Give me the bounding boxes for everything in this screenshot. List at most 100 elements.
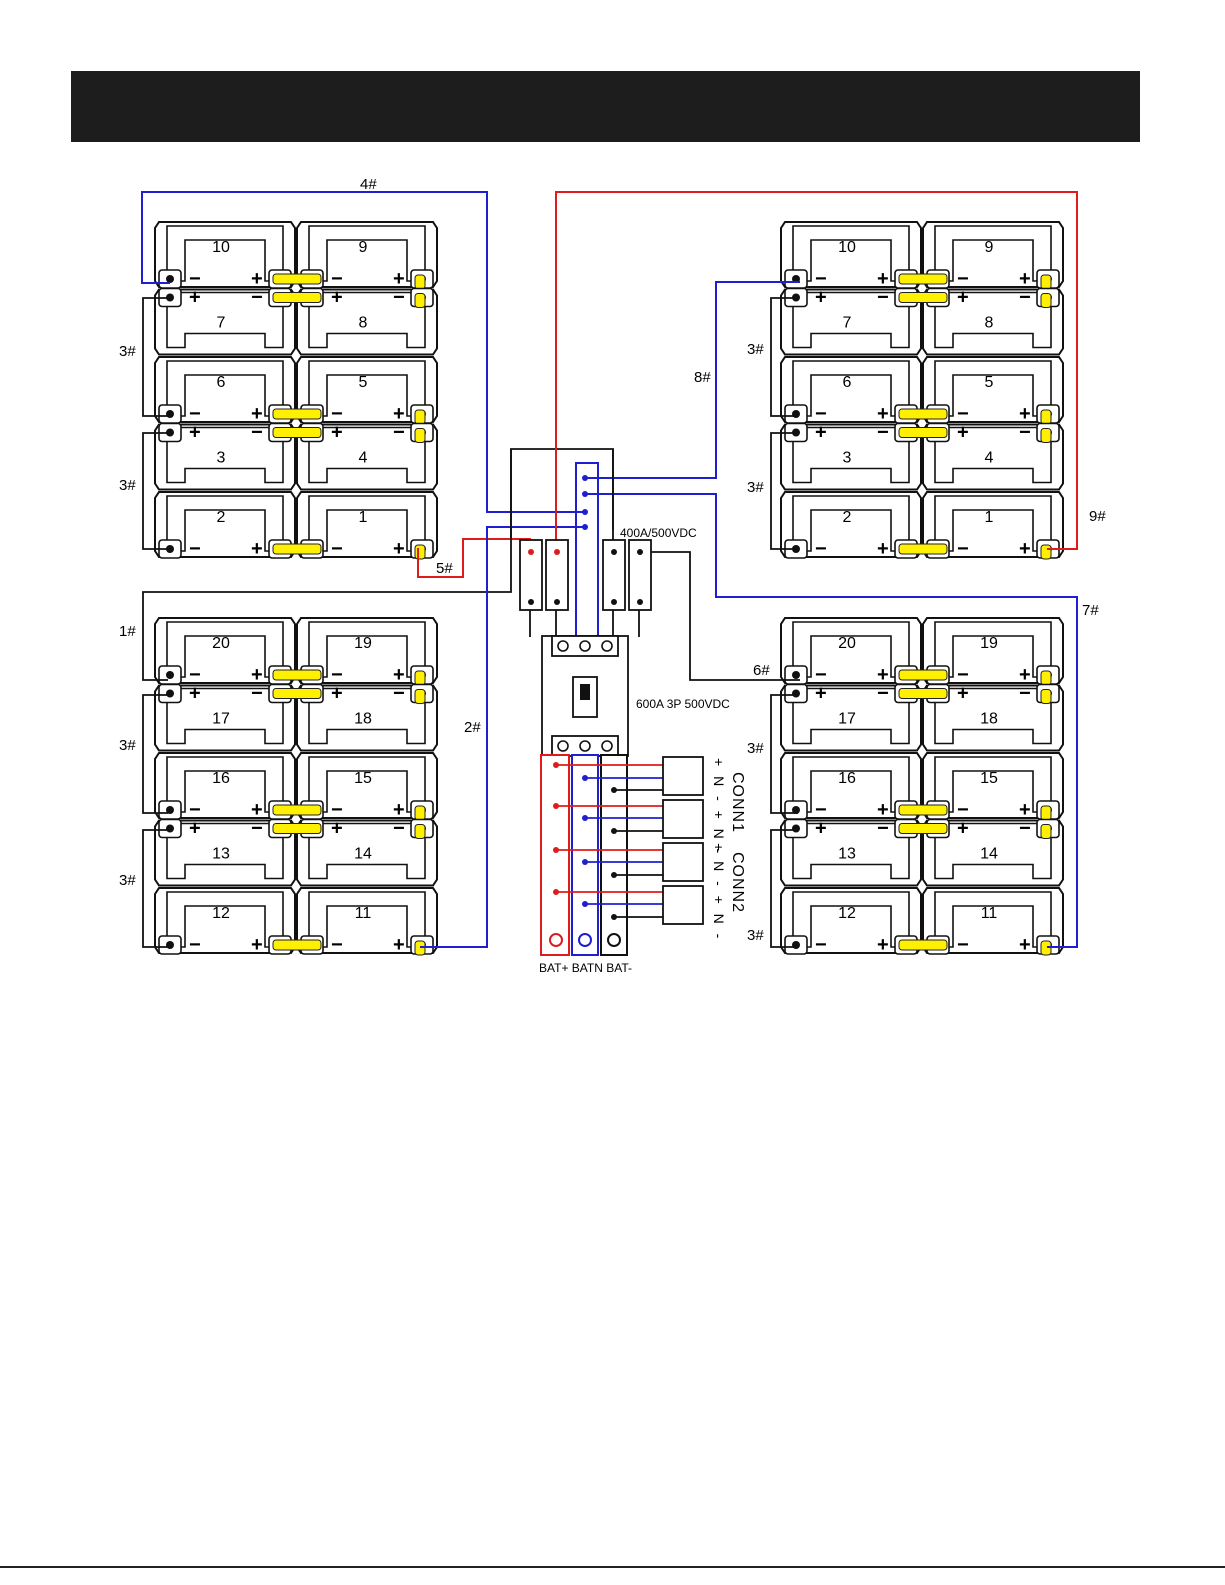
svg-text:−: − [1019,818,1031,840]
svg-text:+: + [251,664,263,686]
series-strap [898,427,948,438]
battery-bottom-left-13: 13+− [154,818,296,887]
battery-number: 5 [359,374,368,391]
svg-text:−: − [815,403,827,425]
conn2-pins: + N - + N - [711,843,727,941]
svg-text:+: + [393,538,405,560]
battery-number: 11 [355,905,372,922]
svg-text:−: − [189,934,201,956]
svg-text:−: − [815,664,827,686]
svg-text:+: + [1019,799,1031,821]
series-strap [414,689,426,704]
series-strap [272,669,322,681]
svg-text:−: − [877,818,889,840]
label-6: 6# [753,662,770,679]
svg-text:+: + [189,287,201,309]
series-strap [272,804,322,816]
svg-text:+: + [331,422,343,444]
svg-text:−: − [1019,683,1031,705]
svg-text:−: − [331,403,343,425]
svg-text:−: − [251,683,263,705]
label-3-bl-a: 3# [119,737,136,754]
battery-number: 8 [359,315,368,332]
svg-text:−: − [189,664,201,686]
wire-3b [142,432,168,550]
svg-text:+: + [393,268,405,290]
svg-text:+: + [393,799,405,821]
fuse-holder-2 [545,539,569,611]
series-strap [898,408,948,420]
battery-number: 7 [843,315,852,332]
svg-text:−: − [189,799,201,821]
svg-text:−: − [393,683,405,705]
blue-bus [575,462,599,638]
svg-text:+: + [1019,403,1031,425]
connectors [662,756,704,925]
svg-text:−: − [393,287,405,309]
series-strap [414,274,426,290]
svg-text:−: − [957,664,969,686]
label-3-br-b: 3# [747,927,764,944]
label-5: 5# [436,560,453,577]
svg-text:+: + [815,818,827,840]
svg-text:−: − [331,664,343,686]
battery-number: 14 [980,846,998,863]
terminal-labels: BAT+ BATN BAT- [539,961,632,975]
series-strap [1040,544,1052,560]
bus-dots [582,475,588,530]
series-strap [414,409,426,425]
series-strap [272,823,322,834]
svg-text:+: + [957,683,969,705]
battery-number: 19 [980,635,998,652]
series-strap [1040,293,1052,308]
battery-number: 1 [985,509,994,526]
series-strap [1040,670,1052,686]
battery-number: 16 [838,770,856,787]
svg-text:−: − [957,403,969,425]
fuse-holder-1 [519,539,543,611]
series-strap [898,823,948,834]
svg-text:−: − [877,683,889,705]
fuse-breaker-link [529,608,640,637]
series-strap [898,939,948,951]
battery-number: 12 [212,905,230,922]
wire-8 [585,281,800,479]
battery-bottom-right-12: 12−+ [780,887,922,956]
series-strap [272,408,322,420]
series-strap [898,669,948,681]
wire-labels: 4# 3# 3# 5# 1# 3# 2# 3# 8# 3# 3# 9# 7# 6… [119,176,1106,944]
svg-text:−: − [957,799,969,821]
series-strap [1040,409,1052,425]
svg-text:+: + [393,403,405,425]
svg-text:+: + [877,934,889,956]
series-strap [272,543,322,555]
svg-text:+: + [189,683,201,705]
svg-text:−: − [189,538,201,560]
series-strap [898,688,948,699]
svg-text:+: + [877,664,889,686]
svg-text:+: + [1019,538,1031,560]
svg-text:+: + [815,422,827,444]
battery-bottom-right-19: 19−+ [922,617,1064,686]
svg-text:+: + [815,683,827,705]
svg-text:−: − [957,268,969,290]
svg-text:−: − [331,268,343,290]
battery-number: 15 [980,770,998,787]
series-strap [414,428,426,443]
battery-number: 4 [359,450,368,467]
wire-7 [585,493,1078,948]
battery-number: 3 [843,450,852,467]
battery-top-left-4: 4+− [296,422,438,491]
series-strap [414,805,426,821]
wire-3d [142,829,168,948]
svg-text:+: + [393,664,405,686]
label-1: 1# [119,623,136,640]
battery-number: 10 [838,239,856,256]
battery-number: 8 [985,315,994,332]
bottom-rule [0,1566,1225,1568]
svg-text:+: + [957,422,969,444]
battery-number: 13 [212,846,230,863]
svg-text:−: − [189,268,201,290]
battery-group-bottom-right: 20−+19−+17+−18+−16−+15−+13+−14+−12−+11−+ [780,617,1064,956]
battery-number: 12 [838,905,856,922]
